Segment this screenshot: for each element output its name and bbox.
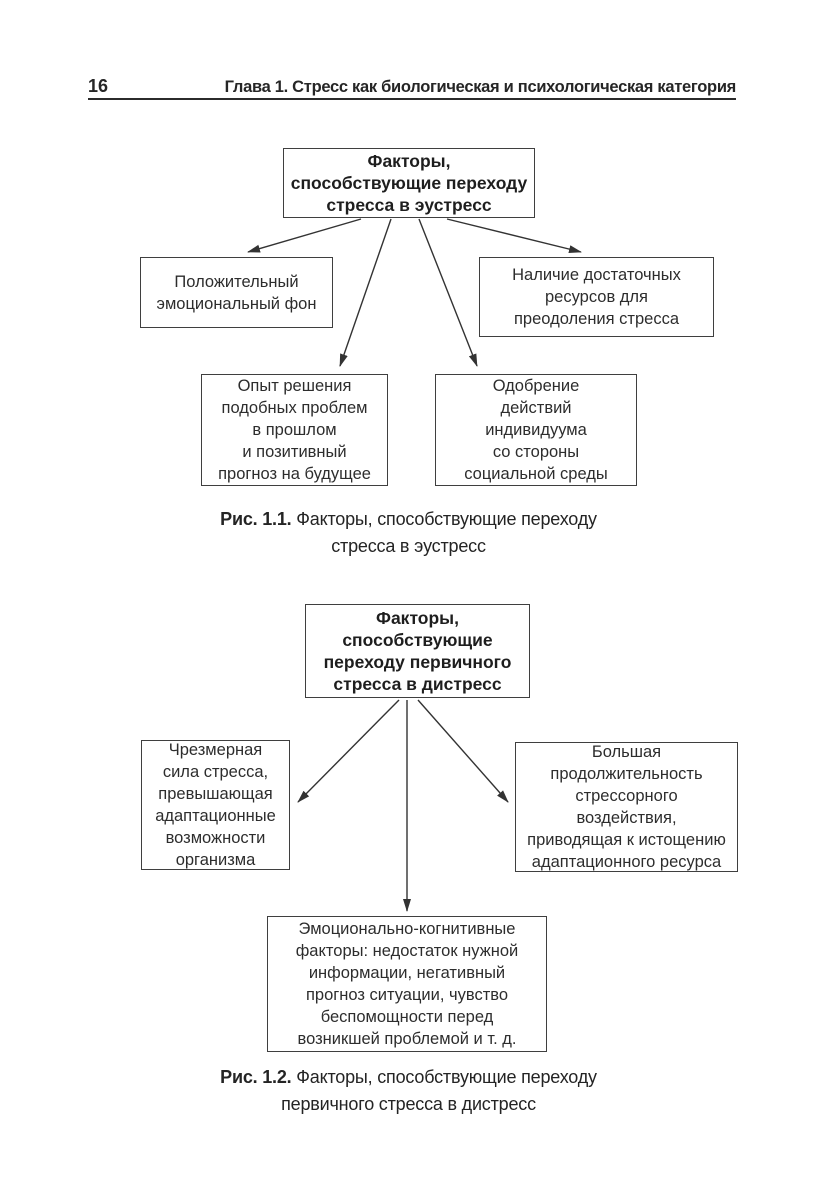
fig1-root-box: Факторы, способствующие переходу стресса… (283, 148, 535, 218)
fig2-arrow-to-duration (417, 699, 509, 803)
figure2-caption-text: Факторы, способствующие переходу первичн… (281, 1067, 597, 1114)
fig1-arrow-to-experience (339, 218, 392, 367)
fig2-box-long-stress-duration: Большая продолжительность стрессорного в… (515, 742, 738, 872)
fig1-arrow-to-resources (446, 218, 582, 254)
fig2-box-emotional-cognitive-factors: Эмоционально-когнитивные факторы: недост… (267, 916, 547, 1052)
fig1-box-social-approval: Одобрение действий индивидуума со сторон… (435, 374, 637, 486)
fig1-box-positive-emotional-background: Положительный эмоциональный фон (140, 257, 333, 328)
fig1-arrow-to-emotional (247, 218, 362, 253)
figure1-caption: Рис. 1.1. Факторы, способствующие перехо… (0, 506, 817, 560)
chapter-running-title: Глава 1. Стресс как биологическая и псих… (224, 78, 737, 96)
fig1-box-sufficient-resources: Наличие достаточных ресурсов для преодол… (479, 257, 714, 337)
figure2-caption-label: Рис. 1.2. (220, 1067, 292, 1087)
figure2-caption: Рис. 1.2. Факторы, способствующие перехо… (0, 1064, 817, 1118)
figure1-caption-text: Факторы, способствующие переходу стресса… (296, 509, 597, 556)
fig2-arrow-to-intensity (297, 699, 400, 803)
page-number: 16 (88, 76, 109, 96)
fig1-box-past-experience: Опыт решения подобных проблем в прошлом … (201, 374, 388, 486)
fig2-box-excessive-stress-intensity: Чрезмерная сила стресса, превышающая ада… (141, 740, 290, 870)
fig2-root-box: Факторы, способствующие переходу первичн… (305, 604, 530, 698)
header-rule (88, 98, 736, 100)
fig1-arrow-to-approval (418, 218, 478, 367)
figure1-caption-label: Рис. 1.1. (220, 509, 292, 529)
